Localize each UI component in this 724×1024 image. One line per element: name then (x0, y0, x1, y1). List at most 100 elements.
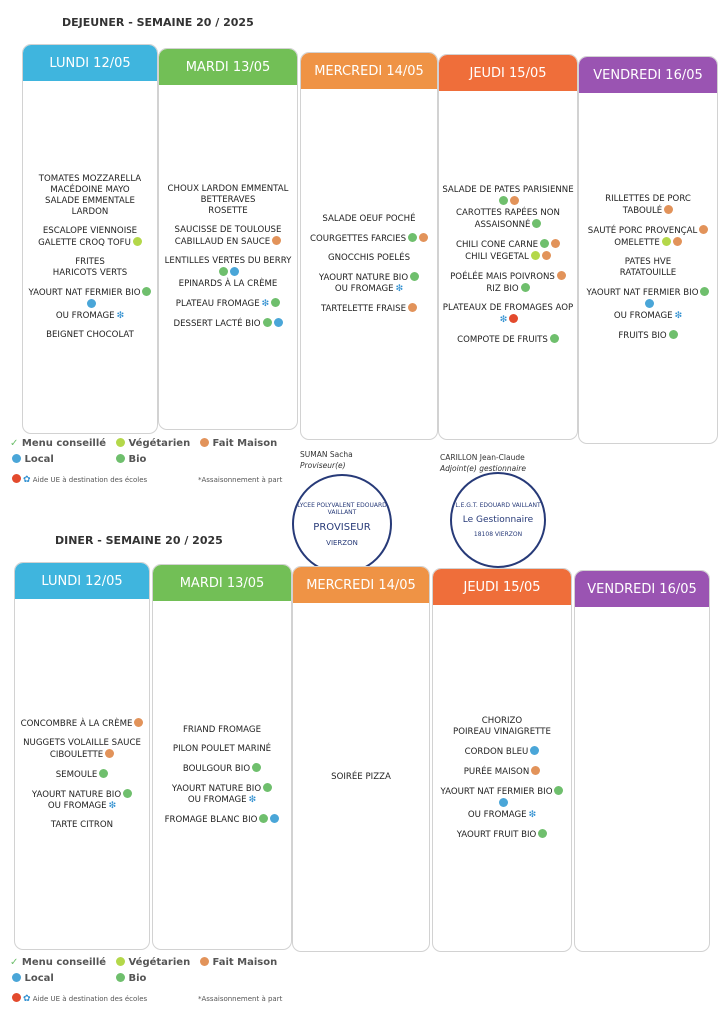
bio-icon (408, 232, 418, 242)
day-header: MERCREDI 14/05 (301, 53, 437, 89)
bio-icon (700, 287, 710, 296)
menu-item-label: COURGETTES FARCIES (309, 233, 407, 244)
vegetarien-icon (132, 236, 142, 246)
menu-item-label: RATATOUILLE (619, 268, 677, 278)
menu-item-label: PLATEAU FROMAGE (175, 299, 260, 309)
menu-item-label: OU FROMAGE (613, 311, 673, 321)
menu-item-label: TABOULÉ (622, 206, 663, 216)
menu-item-label: TOMATES MOZZARELLA (38, 173, 142, 184)
bio-icon (668, 330, 678, 339)
local-icon (12, 973, 21, 982)
bio-icon (252, 762, 262, 772)
local-icon (498, 797, 508, 807)
menu-item: LENTILLES VERTES DU BERRY (162, 256, 294, 279)
menu-item: GNOCCHIS POELÉS (328, 253, 410, 264)
menu-item: SALADE OEUF POCHÉ (322, 214, 415, 225)
menu-item: RATATOUILLE (620, 268, 676, 279)
menu-item-label: SOIRÉE PIZZA (331, 771, 391, 782)
menu-item-label: RIZ BIO (486, 283, 519, 294)
fish-icon: ❇ (261, 299, 270, 309)
menu-item-label: POÉLÉE MAIS POIVRONS (450, 271, 555, 282)
menu-item: COURGETTES FARCIES (309, 232, 429, 245)
menu-item: ESCALOPE VIENNOISE (43, 226, 137, 237)
menu-item-label: TARTELETTE FRAISE (320, 303, 407, 314)
bio-icon (259, 813, 269, 823)
menu-item: OU FROMAGE❇ (614, 311, 682, 322)
fait-maison-icon (556, 270, 566, 280)
menu-item: YAOURT NATURE BIO (172, 782, 273, 795)
menu-item: OMELETTE (614, 237, 682, 249)
menu-item: RILLETTES DE PORC (605, 194, 691, 205)
day-header: LUNDI 12/05 (23, 45, 157, 81)
menu-item: CHORIZO (482, 716, 522, 727)
menu-item-label: CHILI CONE CARNE (455, 239, 539, 250)
day-header: JEUDI 15/05 (433, 569, 571, 605)
bio-icon (410, 271, 420, 281)
fait-maison-icon (672, 237, 682, 246)
legend-bio: Bio (114, 973, 146, 984)
menu-item: CONCOMBRE À LA CRÈME (21, 717, 144, 730)
menu-item-label: YAOURT NAT FERMIER BIO (440, 786, 553, 797)
bio-icon (271, 298, 281, 307)
legend-menu-conseille: ✓ Menu conseillé (10, 957, 107, 968)
fish-icon: ❇ (116, 310, 125, 321)
bio-icon (116, 454, 125, 463)
menu-item-label: GNOCCHIS POELÉS (327, 252, 411, 263)
menu-item-label: SAUCISSE DE TOULOUSE (174, 225, 282, 235)
menu-item: YAOURT NAT FERMIER BIO (582, 287, 714, 311)
menu-item: YAOURT NATURE BIO (319, 271, 420, 284)
menu-item: SAUTÉ PORC PROVENÇAL (588, 225, 709, 237)
fish-icon: ❇ (528, 809, 537, 820)
menu-item: CABILLAUD EN SAUCE (175, 236, 282, 248)
vegetarien-icon (116, 957, 125, 966)
menu-item-label: CORDON BLEU (464, 746, 529, 757)
signature-adjoint: CARILLON Jean-Claude Adjoint(e) gestionn… (440, 453, 526, 473)
menu-item-label: SALADE OEUF POCHÉ (322, 213, 416, 224)
menu-item: DESSERT LACTÉ BIO (173, 318, 283, 330)
stamp-gestionnaire: L.E.G.T. EDOUARD VAILLANT Le Gestionnair… (450, 472, 546, 568)
menu-item-label: BOULGOUR BIO (182, 763, 251, 774)
menu-item-label: OU FROMAGE (467, 809, 527, 820)
legend-aide-ue: ✿ Aide UE à destination des écoles (10, 993, 147, 1004)
bio-icon (262, 318, 272, 327)
menu-item: FRUITS BIO (618, 330, 678, 342)
menu-item-label: ROSETTE (208, 206, 248, 216)
bio-icon (554, 785, 564, 795)
menu-item: POÉLÉE MAIS POIVRONS (450, 270, 566, 283)
bio-icon (99, 768, 109, 778)
menu-item: COMPOTE DE FRUITS (457, 333, 559, 346)
menu-item-label: LENTILLES VERTES DU BERRY (164, 256, 292, 266)
menu-item-label: CHORIZO (481, 715, 523, 726)
menu-item-label: RILLETTES DE PORC (605, 194, 691, 204)
fish-icon: ✿ (23, 475, 31, 485)
fait-maison-icon (105, 748, 115, 758)
vegetarien-icon (661, 237, 671, 246)
legend-assaisonnement: *Assaisonnement à part (198, 995, 283, 1003)
menu-item-label: FROMAGE BLANC BIO (164, 814, 258, 825)
lunch-title: DEJEUNER - SEMAINE 20 / 2025 (62, 16, 254, 29)
menu-item-label: PILON POULET MARINÉ (172, 743, 272, 754)
menu-item-label: CAROTTES RAPÉES NON ASSAISONNÉ (456, 207, 560, 230)
menu-item-label: SEMOULE (55, 769, 98, 780)
menu-item-label: SAUTÉ PORC PROVENÇAL (587, 226, 698, 236)
menu-item-label: MACÉDOINE MAYO (50, 184, 130, 195)
fait-maison-icon (272, 236, 282, 245)
menu-item: OU FROMAGE❇ (48, 801, 116, 812)
local-icon (270, 813, 280, 823)
menu-item: EPINARDS À LA CRÈME (179, 279, 278, 290)
menu-item-label: BETTERAVES (200, 195, 256, 205)
day-header: MARDI 13/05 (153, 565, 291, 601)
menu-item-label: OMELETTE (614, 238, 660, 248)
menu-item-label: YAOURT NAT FERMIER BIO (28, 287, 141, 298)
menu-item-label: CHILI VEGETAL (465, 251, 529, 262)
menu-item-label: NUGGETS VOLAILLE SAUCE CIBOULETTE (23, 737, 141, 760)
legend-fait-maison: Fait Maison (198, 957, 277, 968)
ue-icon (509, 313, 519, 323)
fait-maison-icon (200, 957, 209, 966)
